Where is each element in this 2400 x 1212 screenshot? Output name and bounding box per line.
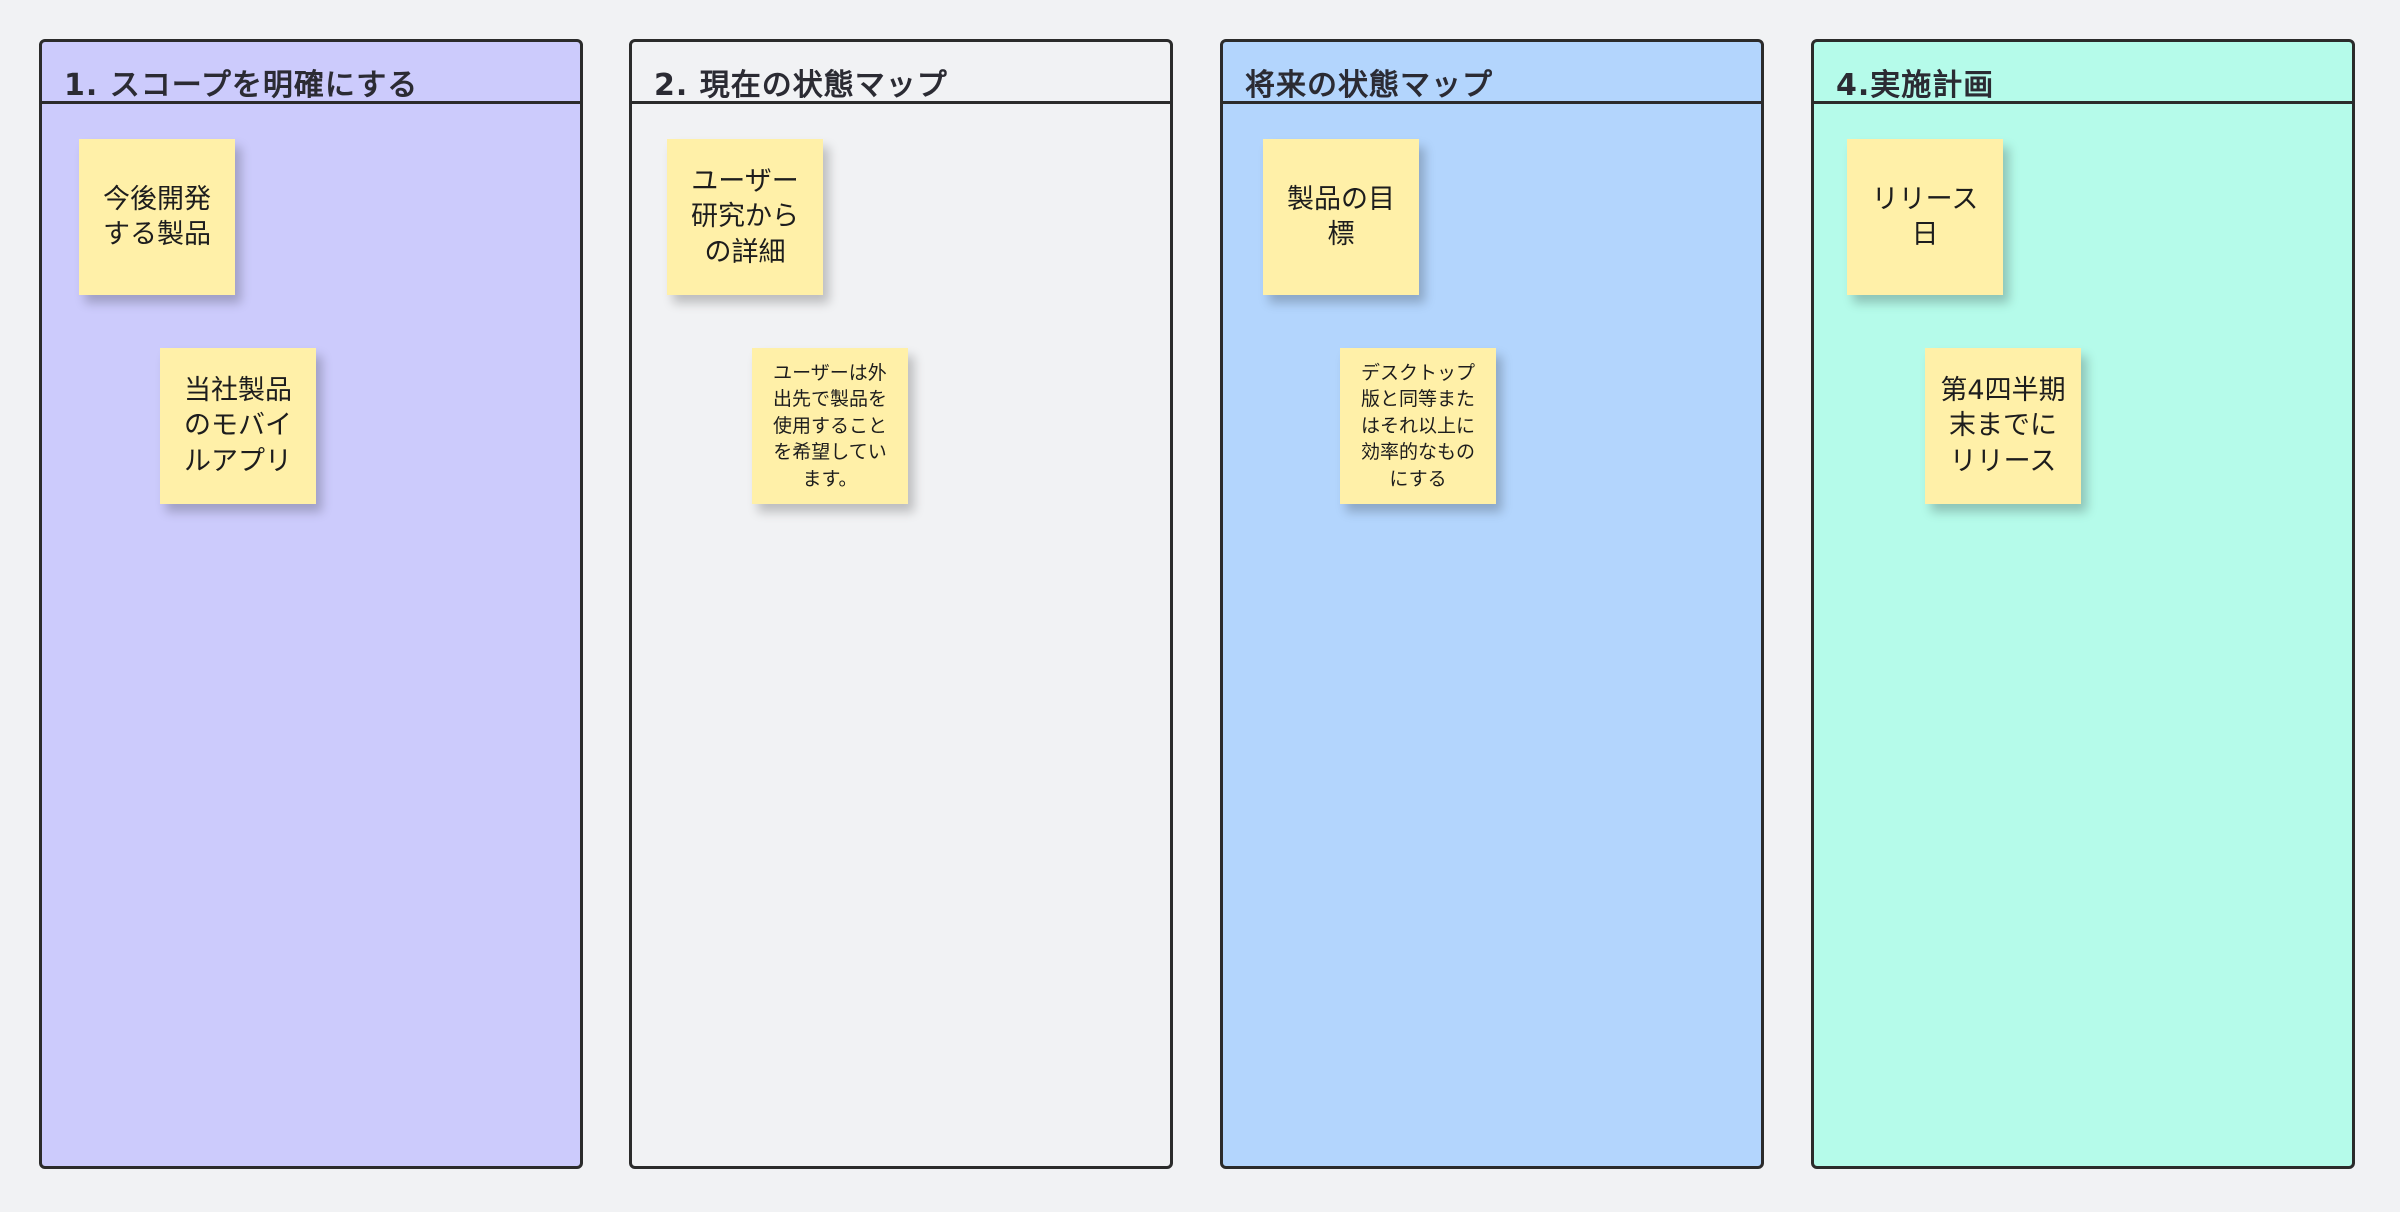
sticky-note[interactable]: ユーザーは外 出先で製品を 使用すること を希望してい ます。 [752,348,908,504]
column-header: 4.実施計画 [1814,42,2352,104]
sticky-note-text: デスクトップ 版と同等また はそれ以上に 効率的なもの にする [1360,361,1475,490]
sticky-note-text: 当社製品 のモバイ ルアプリ [184,375,292,477]
sticky-note-text: ユーザーは外 出先で製品を 使用すること を希望してい ます。 [772,361,887,490]
column-implementation-plan[interactable]: 4.実施計画 リリース 日 第4四半期 末までに リリース [1811,39,2355,1169]
sticky-note-text: リリース 日 [1871,183,1979,250]
sticky-note-text: 製品の目 標 [1287,183,1395,250]
column-scope[interactable]: 1. スコープを明確にする 今後開発 する製品 当社製品 のモバイ ルアプリ [39,39,583,1169]
column-title[interactable]: 2. 現在の状態マップ [654,68,948,103]
sticky-note-text: ユーザー 研究から の詳細 [691,166,799,268]
column-title[interactable]: 4.実施計画 [1836,68,1995,103]
sticky-note[interactable]: ユーザー 研究から の詳細 [667,139,823,295]
sticky-note[interactable]: 今後開発 する製品 [79,139,235,295]
sticky-note-text: 今後開発 する製品 [103,183,211,250]
sticky-note-text: 第4四半期 末までに リリース [1940,375,2066,477]
column-future-state[interactable]: 将来の状態マップ 製品の目 標 デスクトップ 版と同等また はそれ以上に 効率的… [1220,39,1764,1169]
sticky-note[interactable]: デスクトップ 版と同等また はそれ以上に 効率的なもの にする [1340,348,1496,504]
column-header: 将来の状態マップ [1223,42,1761,104]
column-title[interactable]: 1. スコープを明確にする [64,68,419,103]
column-header: 1. スコープを明確にする [42,42,580,104]
sticky-note[interactable]: 第4四半期 末までに リリース [1925,348,2081,504]
column-title[interactable]: 将来の状態マップ [1245,68,1493,103]
sticky-note[interactable]: 当社製品 のモバイ ルアプリ [160,348,316,504]
column-header: 2. 現在の状態マップ [632,42,1170,104]
sticky-note[interactable]: リリース 日 [1847,139,2003,295]
column-current-state[interactable]: 2. 現在の状態マップ ユーザー 研究から の詳細 ユーザーは外 出先で製品を … [629,39,1173,1169]
sticky-note[interactable]: 製品の目 標 [1263,139,1419,295]
